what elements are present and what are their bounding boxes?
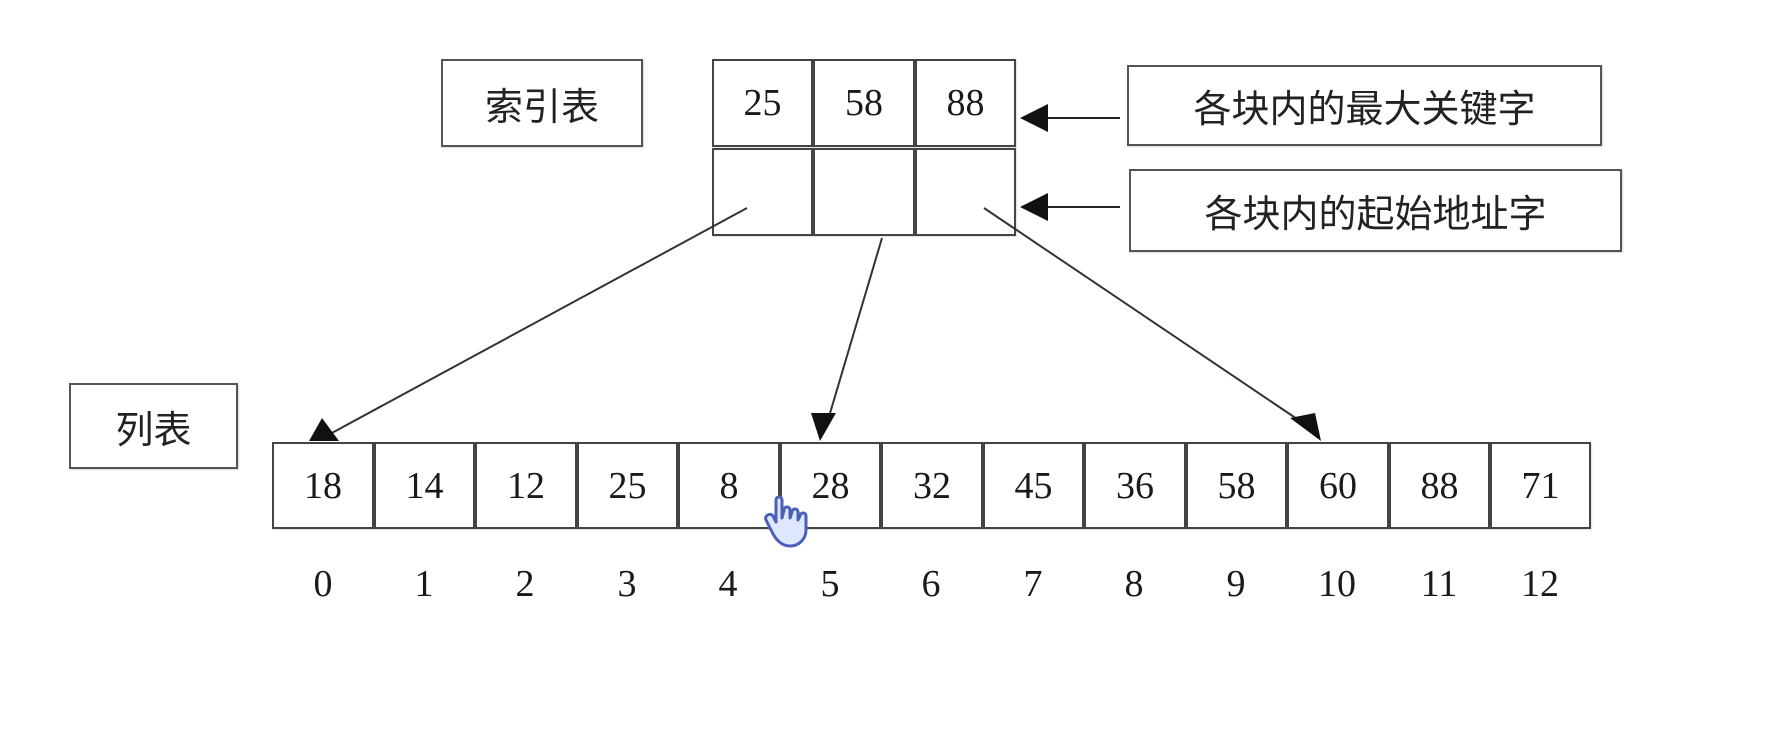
list-index-12: 12 bbox=[1490, 562, 1590, 606]
max-key-annotation: 各块内的最大关键字 bbox=[1127, 65, 1602, 146]
list-cell-9: 58 bbox=[1186, 442, 1287, 529]
list-index-6: 6 bbox=[881, 562, 981, 606]
index-key-value: 58 bbox=[845, 82, 883, 124]
list-index-text: 2 bbox=[515, 563, 535, 605]
max-key-annotation-text: 各块内的最大关键字 bbox=[1193, 87, 1536, 131]
pointer-arrow-block-0 bbox=[329, 207, 748, 435]
list-index-0: 0 bbox=[273, 562, 373, 606]
list-index-text: 6 bbox=[921, 563, 941, 605]
list-index-text: 3 bbox=[617, 563, 637, 605]
list-index-5: 5 bbox=[780, 562, 880, 606]
list-cell-value: 14 bbox=[405, 464, 444, 507]
list-index-text: 7 bbox=[1023, 563, 1043, 605]
list-index-text: 5 bbox=[820, 563, 840, 605]
list-index-1: 1 bbox=[374, 562, 474, 606]
list-cell-value: 71 bbox=[1521, 464, 1560, 507]
pointer-arrow-block-0-head bbox=[309, 418, 339, 441]
list-cell-value: 32 bbox=[913, 464, 951, 507]
list-cell-value: 88 bbox=[1420, 464, 1459, 507]
list-index-8: 8 bbox=[1084, 562, 1184, 606]
index-key-cell-1: 58 bbox=[813, 59, 915, 147]
list-cell-12: 71 bbox=[1490, 442, 1591, 529]
index-table-label-text: 索引表 bbox=[484, 84, 599, 129]
list-cell-7: 45 bbox=[983, 442, 1084, 529]
list-cell-0: 18 bbox=[272, 442, 374, 529]
list-cell-6: 32 bbox=[881, 442, 983, 529]
list-index-11: 11 bbox=[1389, 562, 1489, 606]
list-cell-value: 36 bbox=[1116, 464, 1154, 507]
list-cell-10: 60 bbox=[1287, 442, 1389, 529]
list-cell-3: 25 bbox=[577, 442, 678, 529]
start-addr-arrow-head bbox=[1020, 193, 1048, 221]
list-index-text: 9 bbox=[1226, 563, 1246, 605]
index-addr-cell-1 bbox=[813, 148, 915, 236]
start-addr-annotation: 各块内的起始地址字 bbox=[1129, 169, 1622, 252]
list-index-3: 3 bbox=[577, 562, 677, 606]
list-label-text: 列表 bbox=[115, 407, 192, 452]
index-key-cell-0: 25 bbox=[712, 59, 813, 147]
pointer-arrow-block-1 bbox=[827, 237, 883, 421]
list-cell-value: 25 bbox=[608, 464, 647, 507]
pointer-arrow-block-2-head bbox=[1290, 413, 1321, 441]
list-cell-value: 58 bbox=[1217, 464, 1256, 507]
list-label: 列表 bbox=[69, 383, 238, 469]
list-cell-5: 28 bbox=[780, 442, 881, 529]
list-cell-value: 12 bbox=[507, 464, 545, 507]
list-cell-4: 8 bbox=[678, 442, 780, 529]
list-index-9: 9 bbox=[1186, 562, 1286, 606]
index-addr-cell-0 bbox=[712, 148, 813, 236]
list-cell-value: 28 bbox=[811, 464, 850, 507]
list-index-text: 4 bbox=[718, 563, 738, 605]
list-cell-value: 18 bbox=[304, 464, 342, 507]
index-key-value: 88 bbox=[946, 82, 985, 124]
start-addr-annotation-text: 各块内的起始地址字 bbox=[1204, 192, 1547, 236]
list-cell-11: 88 bbox=[1389, 442, 1490, 529]
index-key-cell-2: 88 bbox=[915, 59, 1016, 147]
list-index-text: 8 bbox=[1124, 563, 1144, 605]
list-index-10: 10 bbox=[1287, 562, 1387, 606]
index-addr-cell-2 bbox=[915, 148, 1016, 236]
list-cell-value: 45 bbox=[1014, 464, 1053, 507]
pointer-arrow-block-1-head bbox=[811, 413, 836, 441]
list-cell-2: 12 bbox=[475, 442, 577, 529]
list-index-text: 0 bbox=[313, 563, 333, 605]
list-cell-1: 14 bbox=[374, 442, 475, 529]
index-key-value: 25 bbox=[743, 82, 782, 124]
list-cell-value: 60 bbox=[1319, 464, 1357, 507]
list-cell-8: 36 bbox=[1084, 442, 1186, 529]
hand-cursor-icon bbox=[764, 495, 808, 548]
list-index-7: 7 bbox=[983, 562, 1083, 606]
list-index-text: 12 bbox=[1521, 563, 1559, 605]
list-index-text: 11 bbox=[1420, 563, 1458, 605]
list-cell-value: 8 bbox=[719, 464, 739, 507]
list-index-2: 2 bbox=[475, 562, 575, 606]
index-table-label: 索引表 bbox=[441, 59, 643, 147]
max-key-arrow-head bbox=[1020, 104, 1048, 132]
list-index-4: 4 bbox=[678, 562, 778, 606]
list-index-text: 1 bbox=[414, 563, 434, 605]
list-index-text: 10 bbox=[1318, 563, 1356, 605]
